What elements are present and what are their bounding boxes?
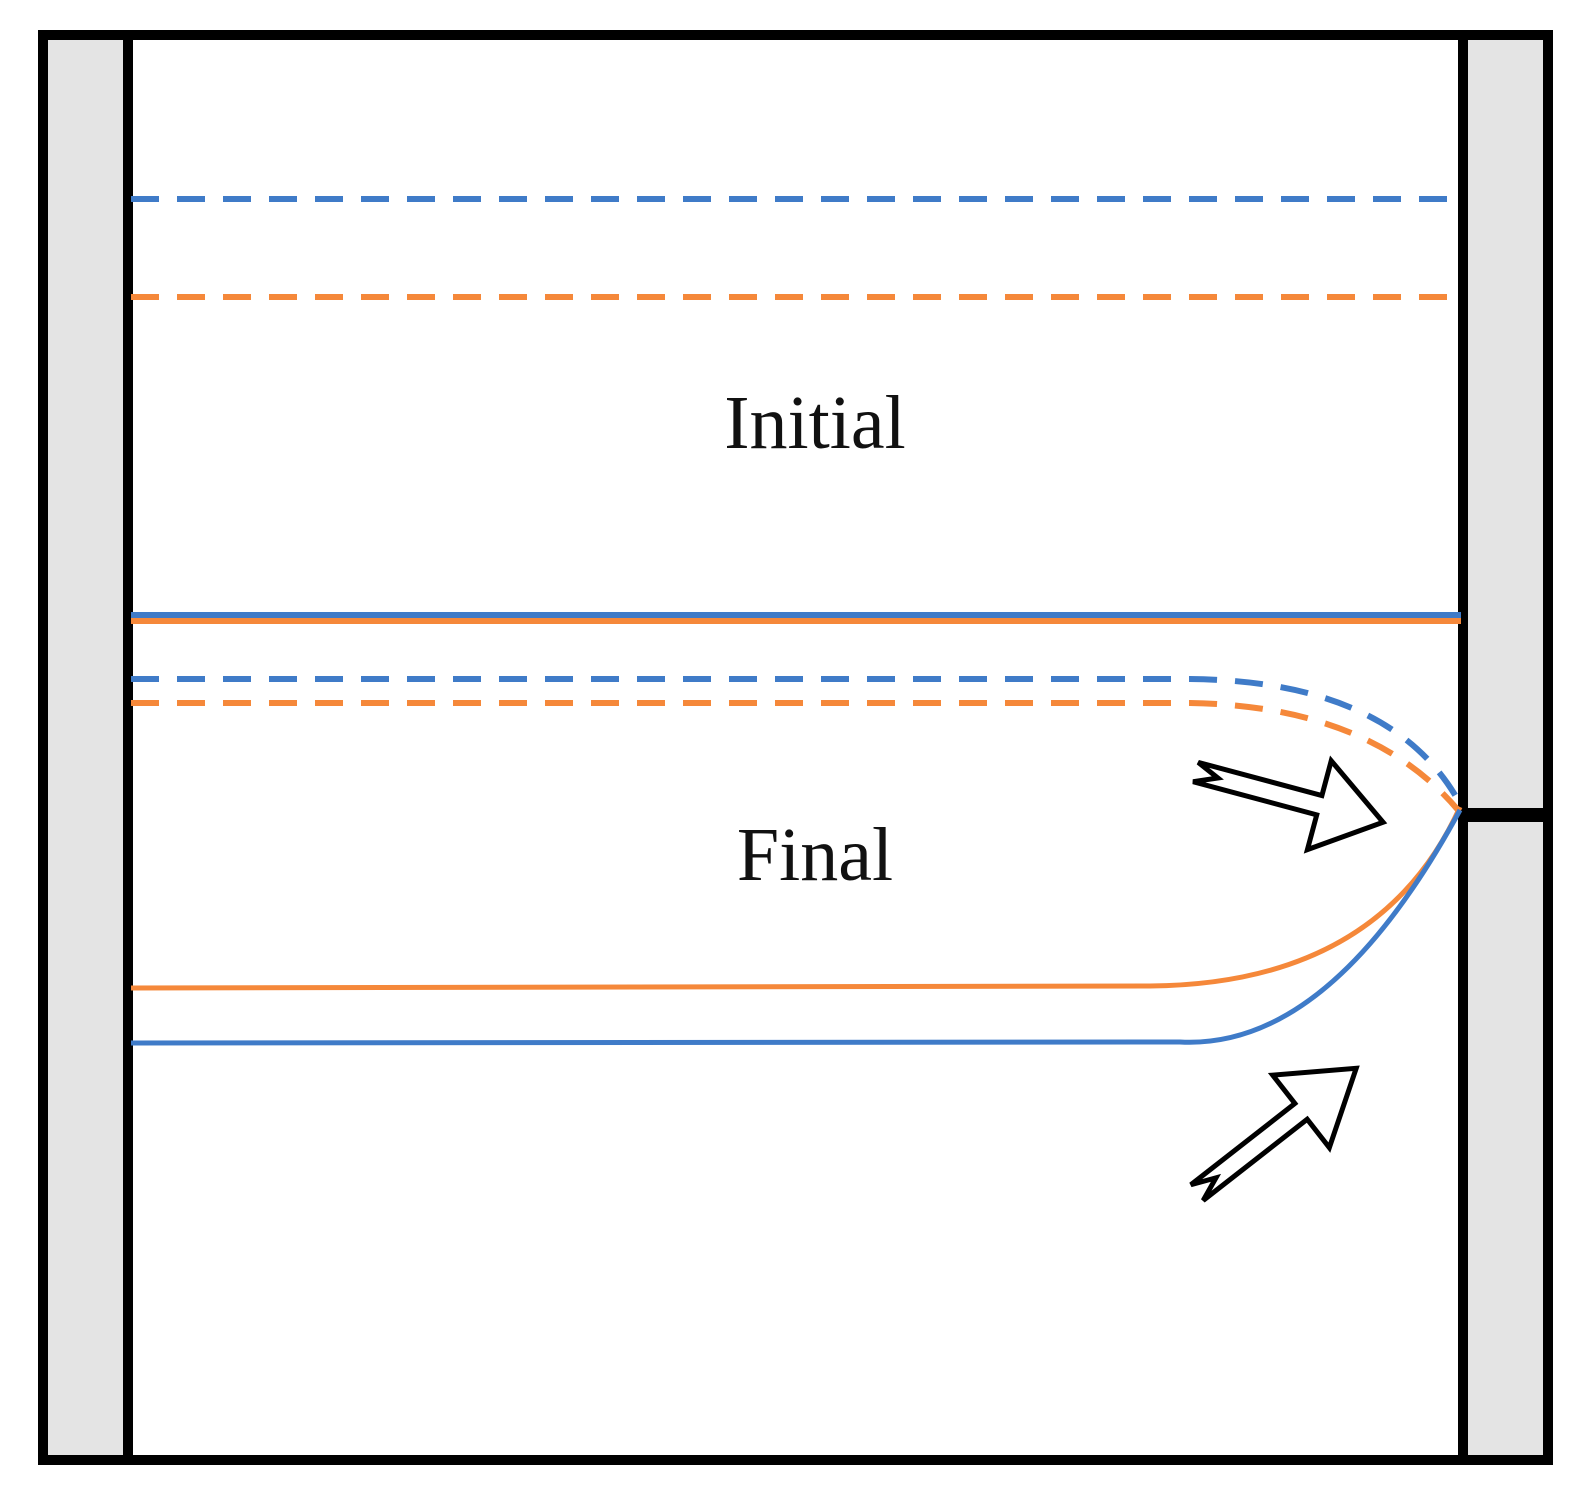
- label-final: Final: [737, 813, 893, 897]
- final-orange-dashed-curve: [131, 700, 1461, 812]
- arrow-lower: [1189, 1065, 1360, 1203]
- right-wall-lower: [1458, 810, 1553, 1465]
- arrow-upper: [1192, 755, 1388, 854]
- left-wall: [38, 30, 133, 1465]
- label-initial: Initial: [724, 381, 906, 465]
- final-blue-dashed-curve: [131, 676, 1461, 802]
- final-blue-solid-curve: [130, 808, 1463, 1046]
- outer-frame: [38, 30, 1553, 1465]
- right-wall-upper: [1458, 30, 1553, 820]
